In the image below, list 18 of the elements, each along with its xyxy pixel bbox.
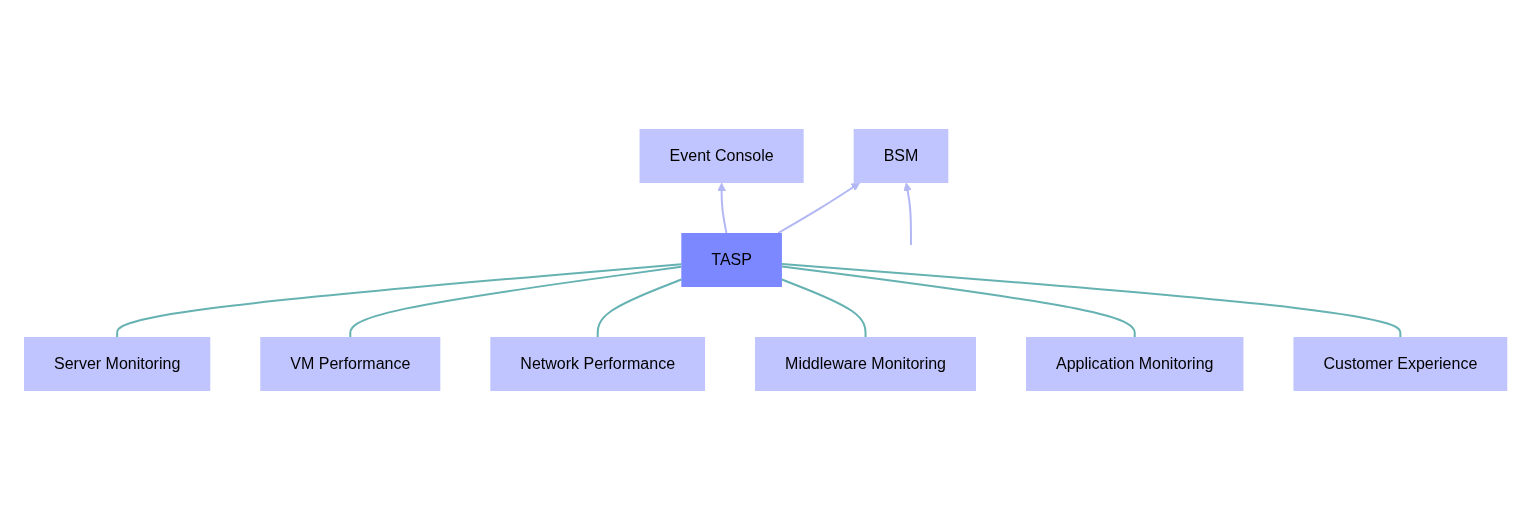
node-box: Event Console [639,129,804,183]
node-box: Network Performance [490,337,705,391]
arrow [717,182,728,234]
node-box: Server Monitoring [23,337,211,391]
arrow [903,182,912,246]
node-box: BSM [853,129,949,183]
arrow [777,182,860,234]
connector [596,278,683,338]
connector [349,265,683,338]
node-box: Application Monitoring [1025,337,1244,391]
node-box: VM Performance [260,337,441,391]
connector [780,262,1402,338]
connector [116,263,683,338]
node-box: Customer Experience [1293,337,1508,391]
connector [780,265,1136,338]
node-box: Middleware Monitoring [754,337,976,391]
node-box: TASP [681,233,782,287]
connector [780,278,867,338]
